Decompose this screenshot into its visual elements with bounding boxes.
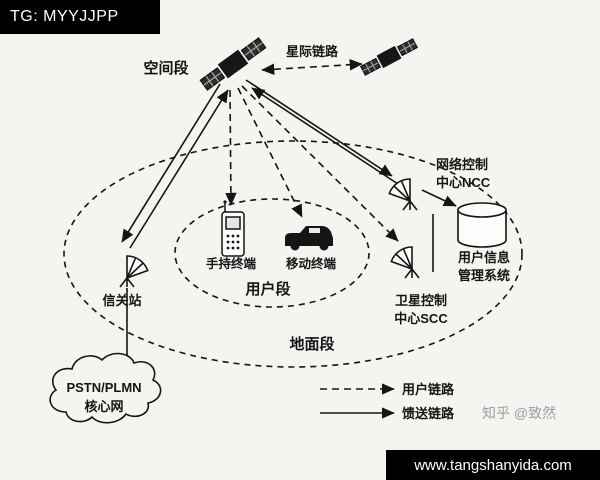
ground-segment-boundary xyxy=(63,140,523,368)
label-space-segment: 空间段 xyxy=(143,59,188,77)
user-segment-boundary xyxy=(174,198,370,308)
core-network-cloud xyxy=(49,352,162,424)
label-ncc-line1: 网络控制 xyxy=(436,157,488,172)
handheld-terminal-icon xyxy=(221,200,245,257)
label-uims-line1: 用户信息 xyxy=(457,250,510,265)
link-sat-to-handheld xyxy=(225,89,237,206)
satellite-a-icon xyxy=(198,35,268,93)
label-intersatellite-link: 星际链路 xyxy=(286,44,339,59)
label-gateway: 信关站 xyxy=(102,293,141,308)
gateway-dish-icon xyxy=(119,255,149,288)
link-sat-to-mobile xyxy=(237,87,303,218)
satellite-b-icon xyxy=(359,36,419,78)
top-banner: TG: MYYJJPP xyxy=(0,0,160,34)
ncc-dish-icon xyxy=(388,178,418,211)
label-core-line2: 核心网 xyxy=(84,399,123,414)
watermark-credit: 知乎 @致然 xyxy=(482,405,557,421)
label-uims-line2: 管理系统 xyxy=(458,268,510,283)
label-ground-segment: 地面段 xyxy=(289,335,334,353)
label-legend-user-link: 用户链路 xyxy=(401,382,455,397)
label-handheld-terminal: 手持终端 xyxy=(206,256,257,271)
database-icon xyxy=(457,202,507,248)
link-intersatellite xyxy=(261,58,363,76)
label-legend-feeder-link: 馈送链路 xyxy=(402,406,455,421)
label-core-line1: PSTN/PLMN xyxy=(66,380,141,395)
top-banner-text: TG: MYYJJPP xyxy=(10,8,119,25)
bottom-banner: www.tangshanyida.com xyxy=(386,450,600,480)
bottom-banner-url: www.tangshanyida.com xyxy=(414,456,572,474)
label-scc-line2: 中心SCC xyxy=(394,311,448,326)
link-ncc-to-sat xyxy=(251,87,399,185)
label-scc-line1: 卫星控制 xyxy=(395,293,447,308)
label-ncc-line2: 中心NCC xyxy=(436,175,491,190)
label-mobile-terminal: 移动终端 xyxy=(286,256,337,271)
link-sat-to-gateway xyxy=(121,83,221,243)
link-sat-to-scc xyxy=(241,85,399,242)
link-ncc-to-uims xyxy=(421,189,457,207)
link-gateway-to-sat xyxy=(129,89,229,249)
scc-dish-icon xyxy=(390,246,420,279)
link-sat-to-ncc xyxy=(245,79,393,177)
mobile-terminal-icon xyxy=(285,226,333,251)
label-user-segment: 用户段 xyxy=(245,280,290,298)
